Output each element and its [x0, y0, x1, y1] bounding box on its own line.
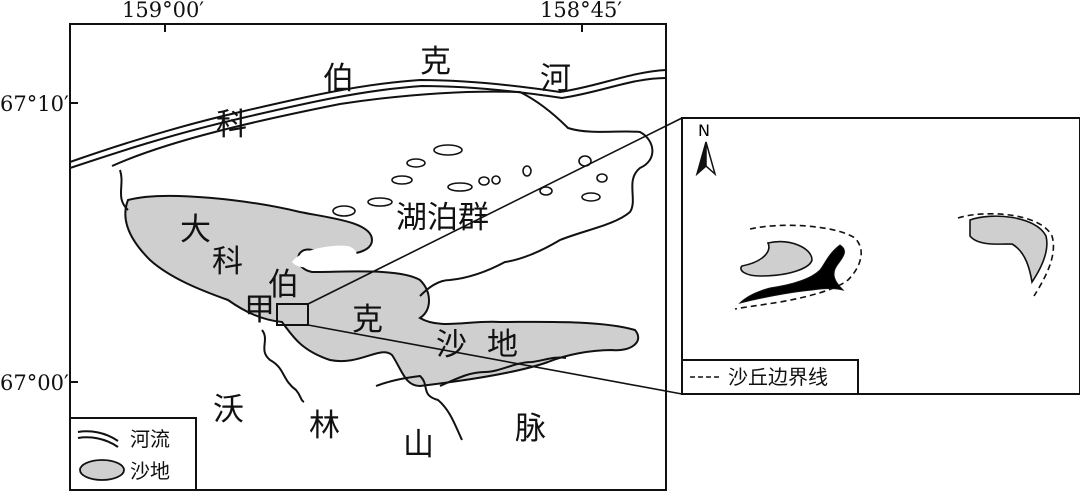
label-sand-sha: 沙 [436, 327, 467, 363]
north-label: N [698, 121, 710, 140]
stream [261, 329, 305, 403]
label-river-bo: 伯 [323, 61, 354, 97]
lat-label-bottom: 67°00′ [0, 371, 69, 395]
small-lake [478, 176, 490, 186]
dune-dark-left [738, 244, 845, 304]
lake-group [332, 144, 608, 217]
dune-boundary-legend-label: 沙丘边界线 [728, 365, 828, 389]
main-map-frame [69, 23, 667, 491]
legend-sand-icon [79, 459, 125, 481]
small-lake [433, 144, 463, 156]
small-lake [391, 175, 413, 185]
label-sand-di: 地 [487, 327, 518, 363]
lake-basin-outline [111, 90, 654, 297]
label-mtn-lin: 林 [309, 408, 340, 444]
projection-line-bottom [307, 324, 683, 395]
dune-boundary-right [957, 213, 1055, 297]
legend-sand-label: 沙地 [130, 459, 170, 483]
label-sand-da: 大 [180, 212, 211, 248]
inset-map: N 沙丘边界线 [681, 117, 1080, 395]
small-lake [406, 158, 426, 168]
lon-label-right: 158°45′ [540, 0, 622, 22]
lon-label-left: 159°00′ [122, 0, 204, 22]
legend-river-icon-2 [77, 436, 119, 448]
label-sand-ke2: 克 [352, 302, 383, 338]
contour-left [119, 169, 129, 211]
main-map: 159°00′ 158°45′ 67°10′ 67°00′ 伯 克 河 科 湖泊… [0, 0, 683, 491]
label-site-jia: 甲 [244, 292, 275, 328]
label-mtn-mai: 脉 [515, 411, 546, 447]
label-mtn-wo: 沃 [213, 392, 244, 428]
small-lake [447, 182, 473, 192]
label-river-ke2: 科 [216, 107, 247, 143]
sand-inlet [292, 245, 357, 268]
legend-river-label: 河流 [130, 427, 170, 451]
inset-legend-frame [681, 359, 859, 395]
label-river-he: 河 [540, 61, 571, 97]
legend-river-icon [77, 430, 119, 442]
dune-sand-right [969, 215, 1048, 285]
north-arrow-icon: N [695, 121, 717, 177]
river-upper-line [69, 69, 667, 163]
dune-sand-left [740, 241, 813, 277]
lat-label-top: 67°10′ [0, 92, 69, 116]
dune-boundary-left [734, 224, 862, 310]
stream [375, 374, 463, 441]
small-lake [522, 165, 532, 177]
stream [439, 356, 567, 387]
small-lake [596, 173, 608, 183]
label-river-ke: 克 [420, 44, 451, 80]
label-lakes: 湖泊群 [396, 200, 489, 236]
inset-frame [681, 117, 1080, 395]
small-lake [491, 175, 501, 185]
site-box-jia [276, 303, 309, 326]
small-lake [539, 186, 553, 196]
label-mtn-shan: 山 [403, 427, 434, 463]
label-sand-ke: 科 [212, 244, 243, 280]
inset-legend: 沙丘边界线 [681, 359, 859, 395]
legend: 河流 沙地 [69, 417, 197, 491]
river-lower-line [69, 77, 667, 169]
projection-line-top [307, 117, 683, 305]
label-sand-bo: 伯 [268, 267, 299, 303]
small-lake [581, 192, 601, 202]
small-lake [367, 197, 393, 207]
small-lake [332, 205, 356, 217]
